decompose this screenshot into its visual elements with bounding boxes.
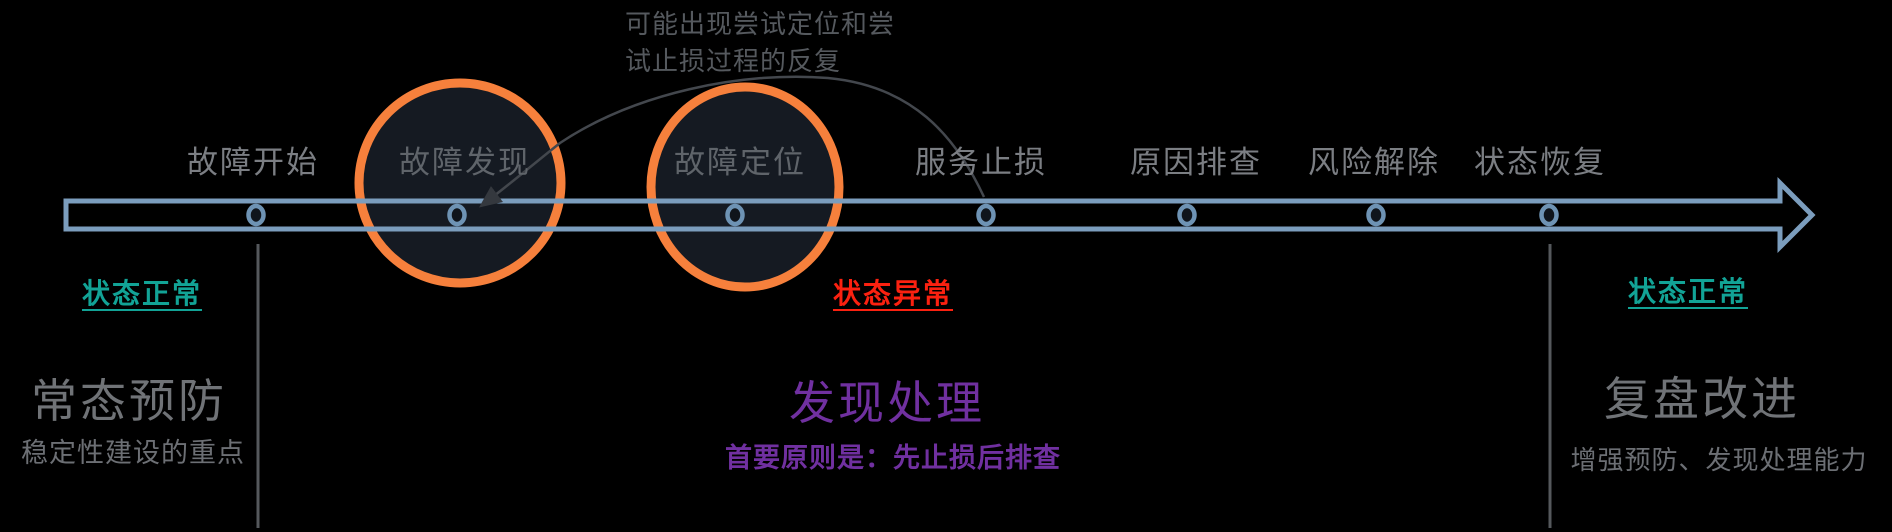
phase-title-handling: 发现处理 bbox=[789, 377, 985, 429]
phase-title-review: 复盘改进 bbox=[1604, 373, 1800, 425]
repeat-annotation-line1: 可能出现尝试定位和尝 bbox=[625, 9, 896, 39]
status-badge-normal-left: 状态正常 bbox=[81, 278, 203, 309]
milestone-ring-fault-locating bbox=[725, 203, 745, 227]
milestone-label-service-mitigation: 服务止损 bbox=[915, 145, 1047, 180]
milestone-label-fault-start: 故障开始 bbox=[187, 145, 319, 180]
milestone-label-state-recovery: 状态恢复 bbox=[1474, 145, 1606, 180]
milestone-label-cause-investigation: 原因排查 bbox=[1130, 145, 1262, 180]
phase-subtitle-handling: 首要原则是：先止损后排查 bbox=[725, 443, 1061, 473]
milestone-ring-cause-investigation bbox=[1177, 203, 1197, 227]
phase-subtitle-review: 增强预防、发现处理能力 bbox=[1570, 445, 1868, 475]
repeat-annotation-line2: 试止损过程的反复 bbox=[625, 46, 842, 76]
repeat-loop-curve-arrow bbox=[479, 75, 986, 208]
status-badge-normal-right: 状态正常 bbox=[1627, 276, 1749, 307]
phase-subtitle-prevention: 稳定性建设的重点 bbox=[21, 438, 245, 468]
milestone-ring-fault-start bbox=[246, 203, 266, 227]
repeat-annotation: 可能出现尝试定位和尝 试止损过程的反复 bbox=[625, 6, 895, 80]
timeline-arrow bbox=[63, 176, 1816, 254]
milestone-label-risk-clearing: 风险解除 bbox=[1308, 145, 1440, 180]
highlight-circle-fault-discovery bbox=[354, 78, 566, 288]
milestone-ring-service-mitigation bbox=[976, 203, 996, 227]
milestone-label-fault-discovery: 故障发现 bbox=[399, 145, 531, 180]
milestone-ring-fault-discovery bbox=[447, 203, 467, 227]
milestone-ring-state-recovery bbox=[1539, 203, 1559, 227]
milestone-ring-risk-clearing bbox=[1366, 203, 1386, 227]
highlight-circle-fault-locating bbox=[646, 82, 844, 292]
phase-title-prevention: 常态预防 bbox=[31, 375, 227, 427]
milestone-label-fault-locating: 故障定位 bbox=[674, 145, 806, 180]
status-badge-abnormal: 状态异常 bbox=[832, 278, 954, 309]
